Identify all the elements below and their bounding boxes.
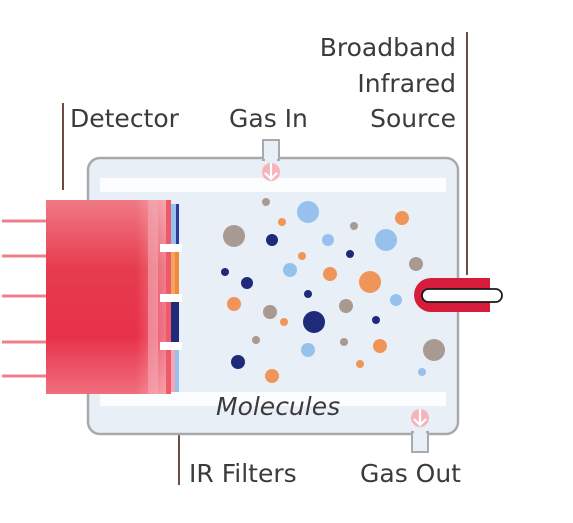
molecules-label: Molecules [216,392,340,421]
molecule [423,339,445,361]
molecule [263,305,277,319]
molecule [227,297,241,311]
molecule [262,198,270,206]
molecule [356,360,364,368]
molecule [221,268,229,276]
molecule [297,201,319,223]
molecule [298,252,306,260]
chamber-top-highlight [100,178,446,192]
molecule [223,225,245,247]
chamber-bottom-highlight [100,392,446,406]
ir-source-lamp-icon [414,278,503,312]
molecule [359,271,381,293]
filter-gaps [160,244,182,350]
molecule [346,250,354,258]
ir-filter-3 [171,302,179,342]
molecule [266,234,278,246]
gas-in-arrow-icon [262,162,280,181]
molecule [303,311,325,333]
molecule [395,211,409,225]
source-label-line1: Broadband [320,33,456,62]
molecule [241,277,253,289]
detector-pins [2,219,46,378]
molecule [280,318,288,326]
source-filament [421,288,503,303]
molecule [390,294,402,306]
molecule [418,368,426,376]
ir-filters [160,200,182,394]
molecule [375,229,397,251]
molecule [304,290,312,298]
detector [2,200,166,394]
gas-out-port [411,408,429,453]
molecule [339,299,353,313]
molecule [301,343,315,357]
molecule [409,257,423,271]
molecule [278,218,286,226]
gas-in-port [262,139,280,181]
molecule [340,338,348,346]
molecules [221,198,445,383]
gas-out-label: Gas Out [360,459,461,488]
molecule [350,222,358,230]
molecule [322,234,334,246]
molecule [283,263,297,277]
source-label-line3: Source [370,104,456,133]
ir-filters-label: IR Filters [189,459,297,488]
molecule [252,336,260,344]
molecule [231,355,245,369]
source-label-line2: Infrared [357,69,456,98]
detector-label: Detector [70,104,180,133]
gas-out-arrow-icon [411,408,429,427]
molecule [323,267,337,281]
gas-in-label: Gas In [229,104,308,133]
molecule [373,339,387,353]
molecule [265,369,279,383]
ir-filter-1 [171,204,179,244]
molecule [372,316,380,324]
